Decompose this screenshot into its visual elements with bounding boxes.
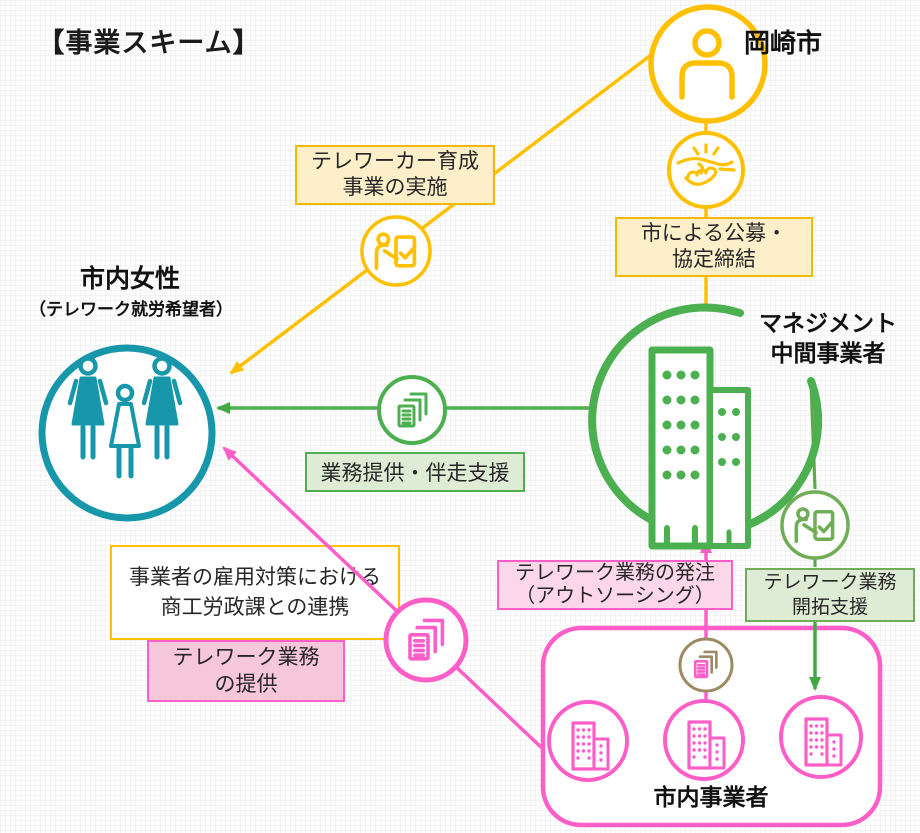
handshake-icon [676,143,736,186]
work-support-box: 業務提供・伴走支援 [305,452,525,492]
arrow-city-to-women [229,53,653,375]
development-box-line1: テレワーク業務 [763,572,897,593]
line-management-to-development [809,381,817,567]
development-support-box: テレワーク業務 開拓支援 [745,568,915,622]
outsourcing-box-line1: テレワーク業務の発注 [515,562,715,584]
management-node [588,303,823,550]
offering-box-line2: 協定締結 [672,248,756,271]
management-label-line2: 中間事業者 [770,340,886,366]
work-provision-node [377,375,447,445]
women-node [38,344,216,522]
training-node [360,215,432,287]
offering-box-line1: 市による公募・ [640,222,788,245]
women-label: 市内女性 [79,265,180,293]
buildings-icon [648,346,751,550]
provision-box-line2: の提供 [214,673,278,696]
training-box-line1: テレワーカー育成 [311,150,479,173]
cooperation-box-line2: 商工労政課との連携 [160,595,350,619]
management-label-line1: マネジメント [759,310,897,336]
work-support-box-line1: 業務提供・伴走支援 [320,462,510,485]
management-label: マネジメント 中間事業者 [745,306,911,370]
training-box: テレワーカー育成 事業の実施 [295,145,495,205]
okazaki-city-node [648,4,768,124]
page-title: 【事業スキーム】 [37,27,261,58]
agreement-node [667,131,745,209]
outsourcing-box: テレワーク業務の発注 （アウトソーシング） [497,560,733,610]
person-icon [679,28,735,100]
order-documents-node [678,637,734,693]
documents-icon [693,650,718,679]
work-provision-box: テレワーク業務 の提供 [147,640,345,702]
employment-cooperation-box: 事業者の雇用対策における 商工労政課との連携 [110,545,400,640]
cooperation-box-line1: 事業者の雇用対策における [129,565,381,589]
training-box-line2: 事業の実施 [342,176,448,199]
management-circle [588,303,823,538]
women-group-icon [67,356,183,479]
city-businesses-label: 市内事業者 [653,784,769,810]
business-units [547,695,863,782]
public-offering-box: 市による公募・ 協定締結 [615,217,813,277]
provision-box-line1: テレワーク業務 [172,646,320,669]
development-box-line2: 開拓支援 [791,597,868,618]
outsourcing-box-line2: （アウトソーシング） [515,585,715,607]
women-sublabel: （テレワーク就労希望者） [29,299,233,319]
okazaki-city-label: 岡崎市 [743,27,822,58]
development-support-node [780,490,850,560]
green-documents-circle [377,375,447,445]
